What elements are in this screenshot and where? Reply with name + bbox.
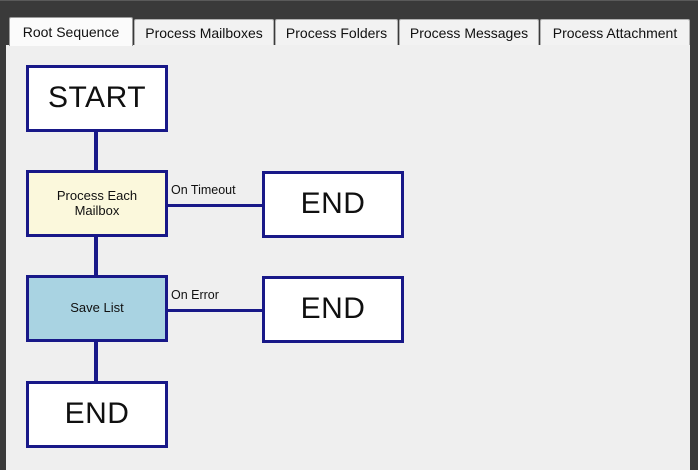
tab-label: Process Folders	[285, 24, 388, 41]
edge-label-on-error: On Error	[171, 288, 219, 302]
tab-label: Process Attachment	[552, 24, 678, 41]
tab-process-messages[interactable]: Process Messages	[399, 19, 539, 45]
connector-error	[166, 309, 264, 312]
node-label: END	[300, 292, 366, 326]
node-label: Process Each Mailbox	[56, 187, 138, 218]
node-end-final[interactable]: END	[26, 381, 168, 448]
node-end-on-timeout[interactable]: END	[262, 171, 404, 238]
flowchart-canvas[interactable]: START Process Each Mailbox END Save List…	[6, 45, 690, 470]
edge-label-on-timeout: On Timeout	[171, 183, 236, 197]
node-label: START	[47, 81, 147, 115]
tab-process-folders[interactable]: Process Folders	[275, 19, 398, 45]
tab-strip: Root Sequence Process Mailboxes Process …	[0, 14, 698, 46]
node-save-list[interactable]: Save List	[26, 275, 168, 342]
connector-start-to-process	[94, 128, 98, 172]
node-label: END	[64, 397, 130, 431]
node-process-each-mailbox[interactable]: Process Each Mailbox	[26, 170, 168, 237]
connector-timeout	[166, 204, 264, 207]
tab-label: Process Mailboxes	[145, 24, 263, 41]
tab-process-mailboxes[interactable]: Process Mailboxes	[134, 19, 274, 45]
tab-root-sequence[interactable]: Root Sequence	[9, 17, 133, 46]
connector-process-to-save	[94, 234, 98, 279]
node-label: Save List	[70, 300, 124, 316]
node-label: END	[300, 187, 366, 221]
workspace-frame: START Process Each Mailbox END Save List…	[0, 45, 698, 470]
tab-label: Root Sequence	[22, 24, 120, 40]
connector-save-to-end	[94, 339, 98, 384]
node-start[interactable]: START	[26, 65, 168, 132]
node-end-on-error[interactable]: END	[262, 276, 404, 343]
tab-label: Process Messages	[409, 24, 529, 41]
window-titlebar	[0, 0, 698, 14]
tab-process-attachment[interactable]: Process Attachment	[540, 19, 690, 45]
